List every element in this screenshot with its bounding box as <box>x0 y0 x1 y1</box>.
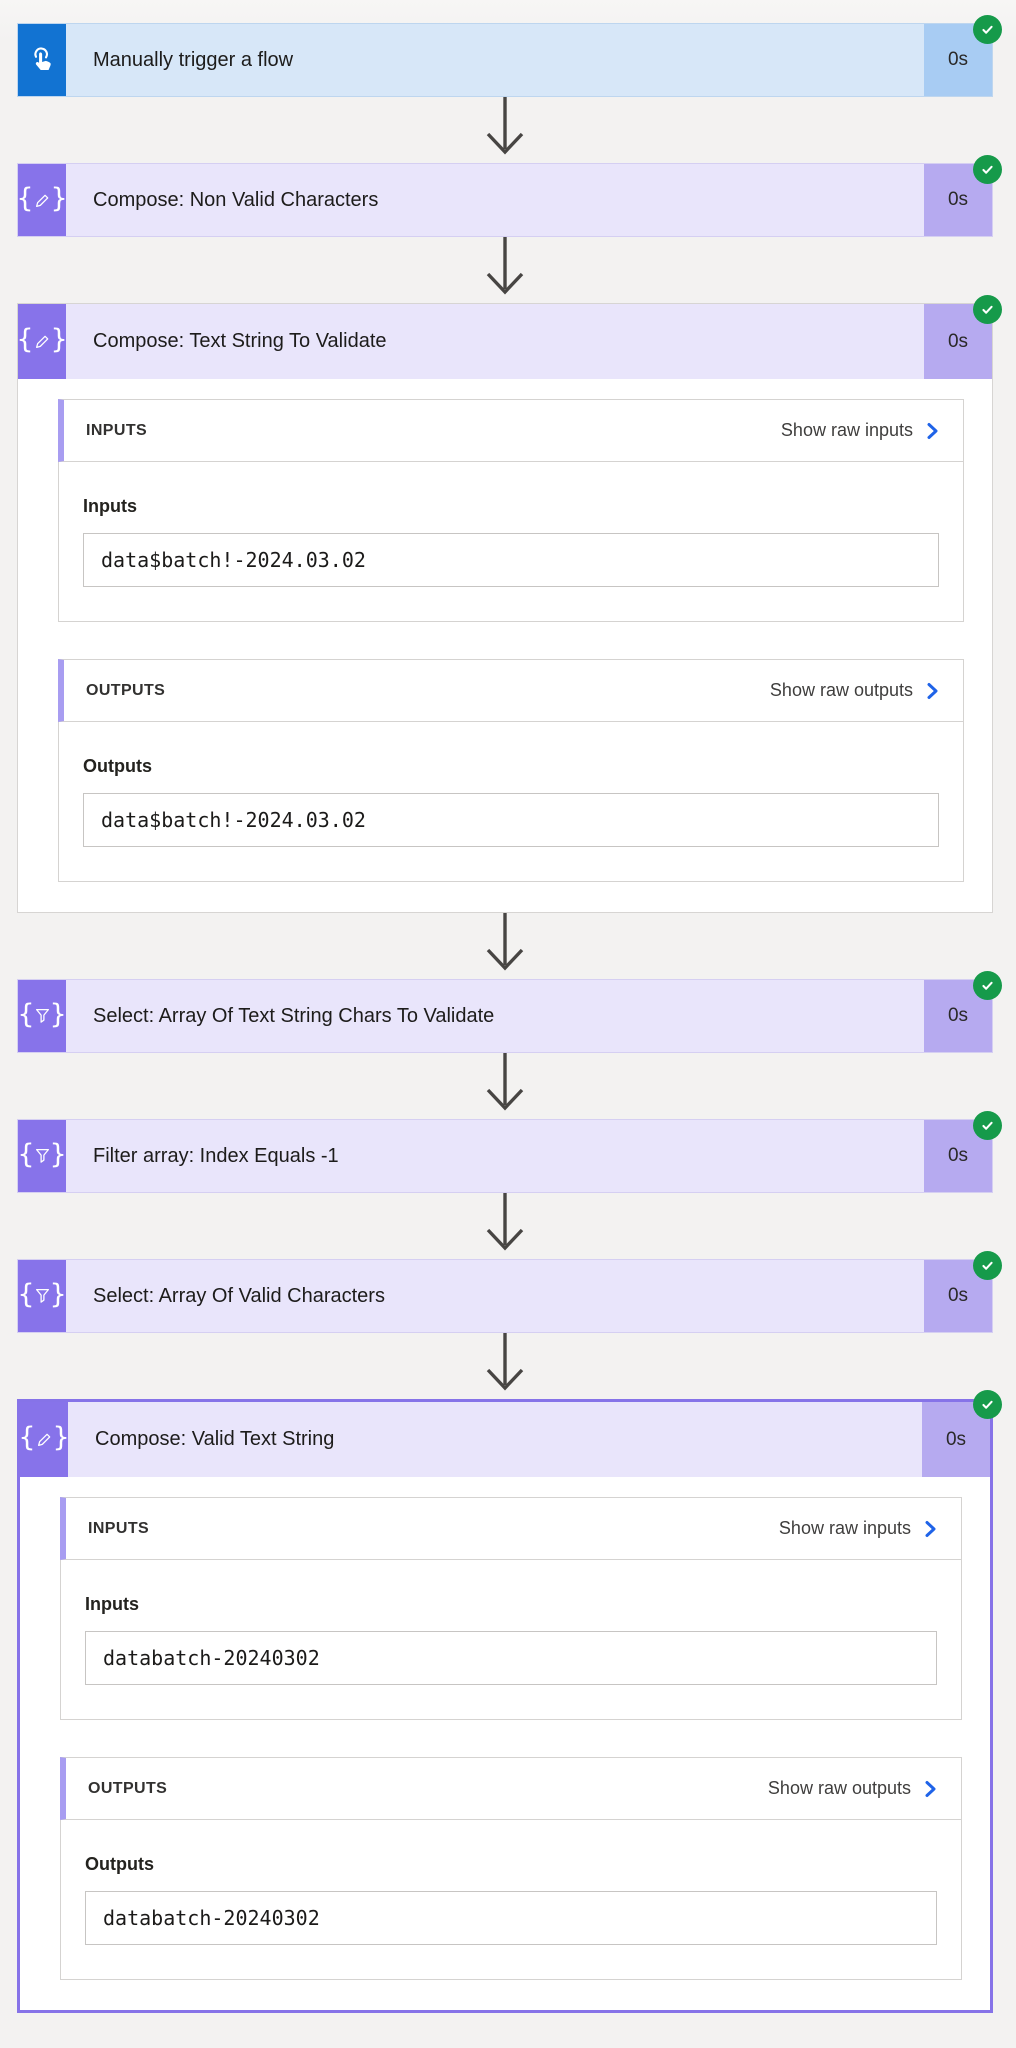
connector-arrow <box>17 97 993 163</box>
manual-trigger-hand-icon <box>18 24 66 96</box>
success-check-icon <box>973 15 1002 44</box>
inputs-panel-header: INPUTS Show raw inputs <box>58 399 964 462</box>
node-title: Select: Array Of Text String Chars To Va… <box>93 1004 495 1027</box>
inputs-panel-title: INPUTS <box>88 1519 150 1537</box>
connector-arrow <box>17 1333 993 1399</box>
outputs-panel: OUTPUTS Show raw outputs Outputs data$ba… <box>58 659 964 882</box>
flow-node-compose-valid-text-string: {} Compose: Valid Text String 0s INPUTS … <box>17 1390 1002 2013</box>
success-check-icon <box>973 971 1002 1000</box>
outputs-panel-content: Outputs data$batch!-2024.03.02 <box>58 722 964 882</box>
inputs-field-label: Inputs <box>83 496 137 516</box>
compose-braces-pencil-icon: {} <box>18 1402 70 1477</box>
outputs-value: databatch-20240302 <box>85 1891 937 1945</box>
flow-node-select-valid-characters[interactable]: {} Select: Array Of Valid Characters 0s <box>17 1251 1002 1333</box>
node-header[interactable]: {} Compose: Valid Text String 0s <box>18 1402 990 1477</box>
node-title: Compose: Non Valid Characters <box>93 188 379 211</box>
chevron-right-icon <box>927 422 938 439</box>
node-title: Compose: Valid Text String <box>95 1428 335 1450</box>
show-raw-inputs-link[interactable]: Show raw inputs <box>779 1518 939 1539</box>
node-title: Compose: Text String To Validate <box>93 330 387 352</box>
connector-arrow <box>17 1053 993 1119</box>
node-title: Filter array: Index Equals -1 <box>93 1144 339 1167</box>
compose-braces-pencil-icon: {} <box>16 164 68 236</box>
show-raw-inputs-label: Show raw inputs <box>778 1518 911 1538</box>
outputs-field-label: Outputs <box>85 1854 154 1874</box>
inputs-value: databatch-20240302 <box>85 1631 937 1685</box>
flow-node-compose-non-valid-characters[interactable]: {} Compose: Non Valid Characters 0s <box>16 155 1002 237</box>
show-raw-outputs-link[interactable]: Show raw outputs <box>768 1778 939 1799</box>
connector-arrow <box>17 913 993 979</box>
node-title: Manually trigger a flow <box>93 48 294 71</box>
outputs-panel-title: OUTPUTS <box>86 681 166 699</box>
chevron-right-icon <box>925 1780 936 1797</box>
connector-arrow <box>17 237 993 303</box>
outputs-field-label: Outputs <box>83 756 152 776</box>
flow-node-filter-array-index-equals[interactable]: {} Filter array: Index Equals -1 0s <box>17 1111 1002 1193</box>
inputs-panel: INPUTS Show raw inputs Inputs databatch-… <box>60 1497 962 1720</box>
flow-node-select-chars-to-validate[interactable]: {} Select: Array Of Text String Chars To… <box>17 971 1002 1053</box>
select-braces-funnel-icon: {} <box>17 980 67 1052</box>
show-raw-inputs-label: Show raw inputs <box>780 420 913 440</box>
inputs-panel-header: INPUTS Show raw inputs <box>60 1497 962 1560</box>
success-check-icon <box>973 1251 1002 1280</box>
outputs-panel-header: OUTPUTS Show raw outputs <box>60 1757 962 1820</box>
show-raw-inputs-link[interactable]: Show raw inputs <box>781 420 941 441</box>
inputs-field-label: Inputs <box>85 1594 139 1614</box>
outputs-panel-content: Outputs databatch-20240302 <box>60 1820 962 1980</box>
outputs-value: data$batch!-2024.03.02 <box>83 793 939 847</box>
outputs-panel-header: OUTPUTS Show raw outputs <box>58 659 964 722</box>
flow-run-canvas: Manually trigger a flow 0s {} Compose: N… <box>16 15 1002 2013</box>
outputs-panel: OUTPUTS Show raw outputs Outputs databat… <box>60 1757 962 1980</box>
outputs-panel-title: OUTPUTS <box>88 1779 168 1797</box>
compose-braces-pencil-icon: {} <box>16 304 68 379</box>
chevron-right-icon <box>925 1520 936 1537</box>
success-check-icon <box>973 295 1002 324</box>
flow-node-manual-trigger[interactable]: Manually trigger a flow 0s <box>17 15 1002 97</box>
success-check-icon <box>973 155 1002 184</box>
chevron-right-icon <box>927 682 938 699</box>
show-raw-outputs-label: Show raw outputs <box>769 680 913 700</box>
node-header[interactable]: {} Compose: Text String To Validate 0s <box>16 304 992 379</box>
inputs-panel-title: INPUTS <box>86 421 148 439</box>
show-raw-outputs-link[interactable]: Show raw outputs <box>770 680 941 701</box>
inputs-panel-content: Inputs databatch-20240302 <box>60 1560 962 1720</box>
success-check-icon <box>973 1111 1002 1140</box>
success-check-icon <box>973 1390 1002 1419</box>
show-raw-outputs-label: Show raw outputs <box>767 1778 911 1798</box>
connector-arrow <box>17 1193 993 1259</box>
filter-braces-funnel-icon: {} <box>17 1120 67 1192</box>
node-title: Select: Array Of Valid Characters <box>93 1284 385 1307</box>
inputs-panel: INPUTS Show raw inputs Inputs data$batch… <box>58 399 964 622</box>
inputs-value: data$batch!-2024.03.02 <box>83 533 939 587</box>
inputs-panel-content: Inputs data$batch!-2024.03.02 <box>58 462 964 622</box>
select-braces-funnel-icon: {} <box>17 1260 67 1332</box>
flow-node-compose-text-string-to-validate: {} Compose: Text String To Validate 0s I… <box>16 295 1002 913</box>
